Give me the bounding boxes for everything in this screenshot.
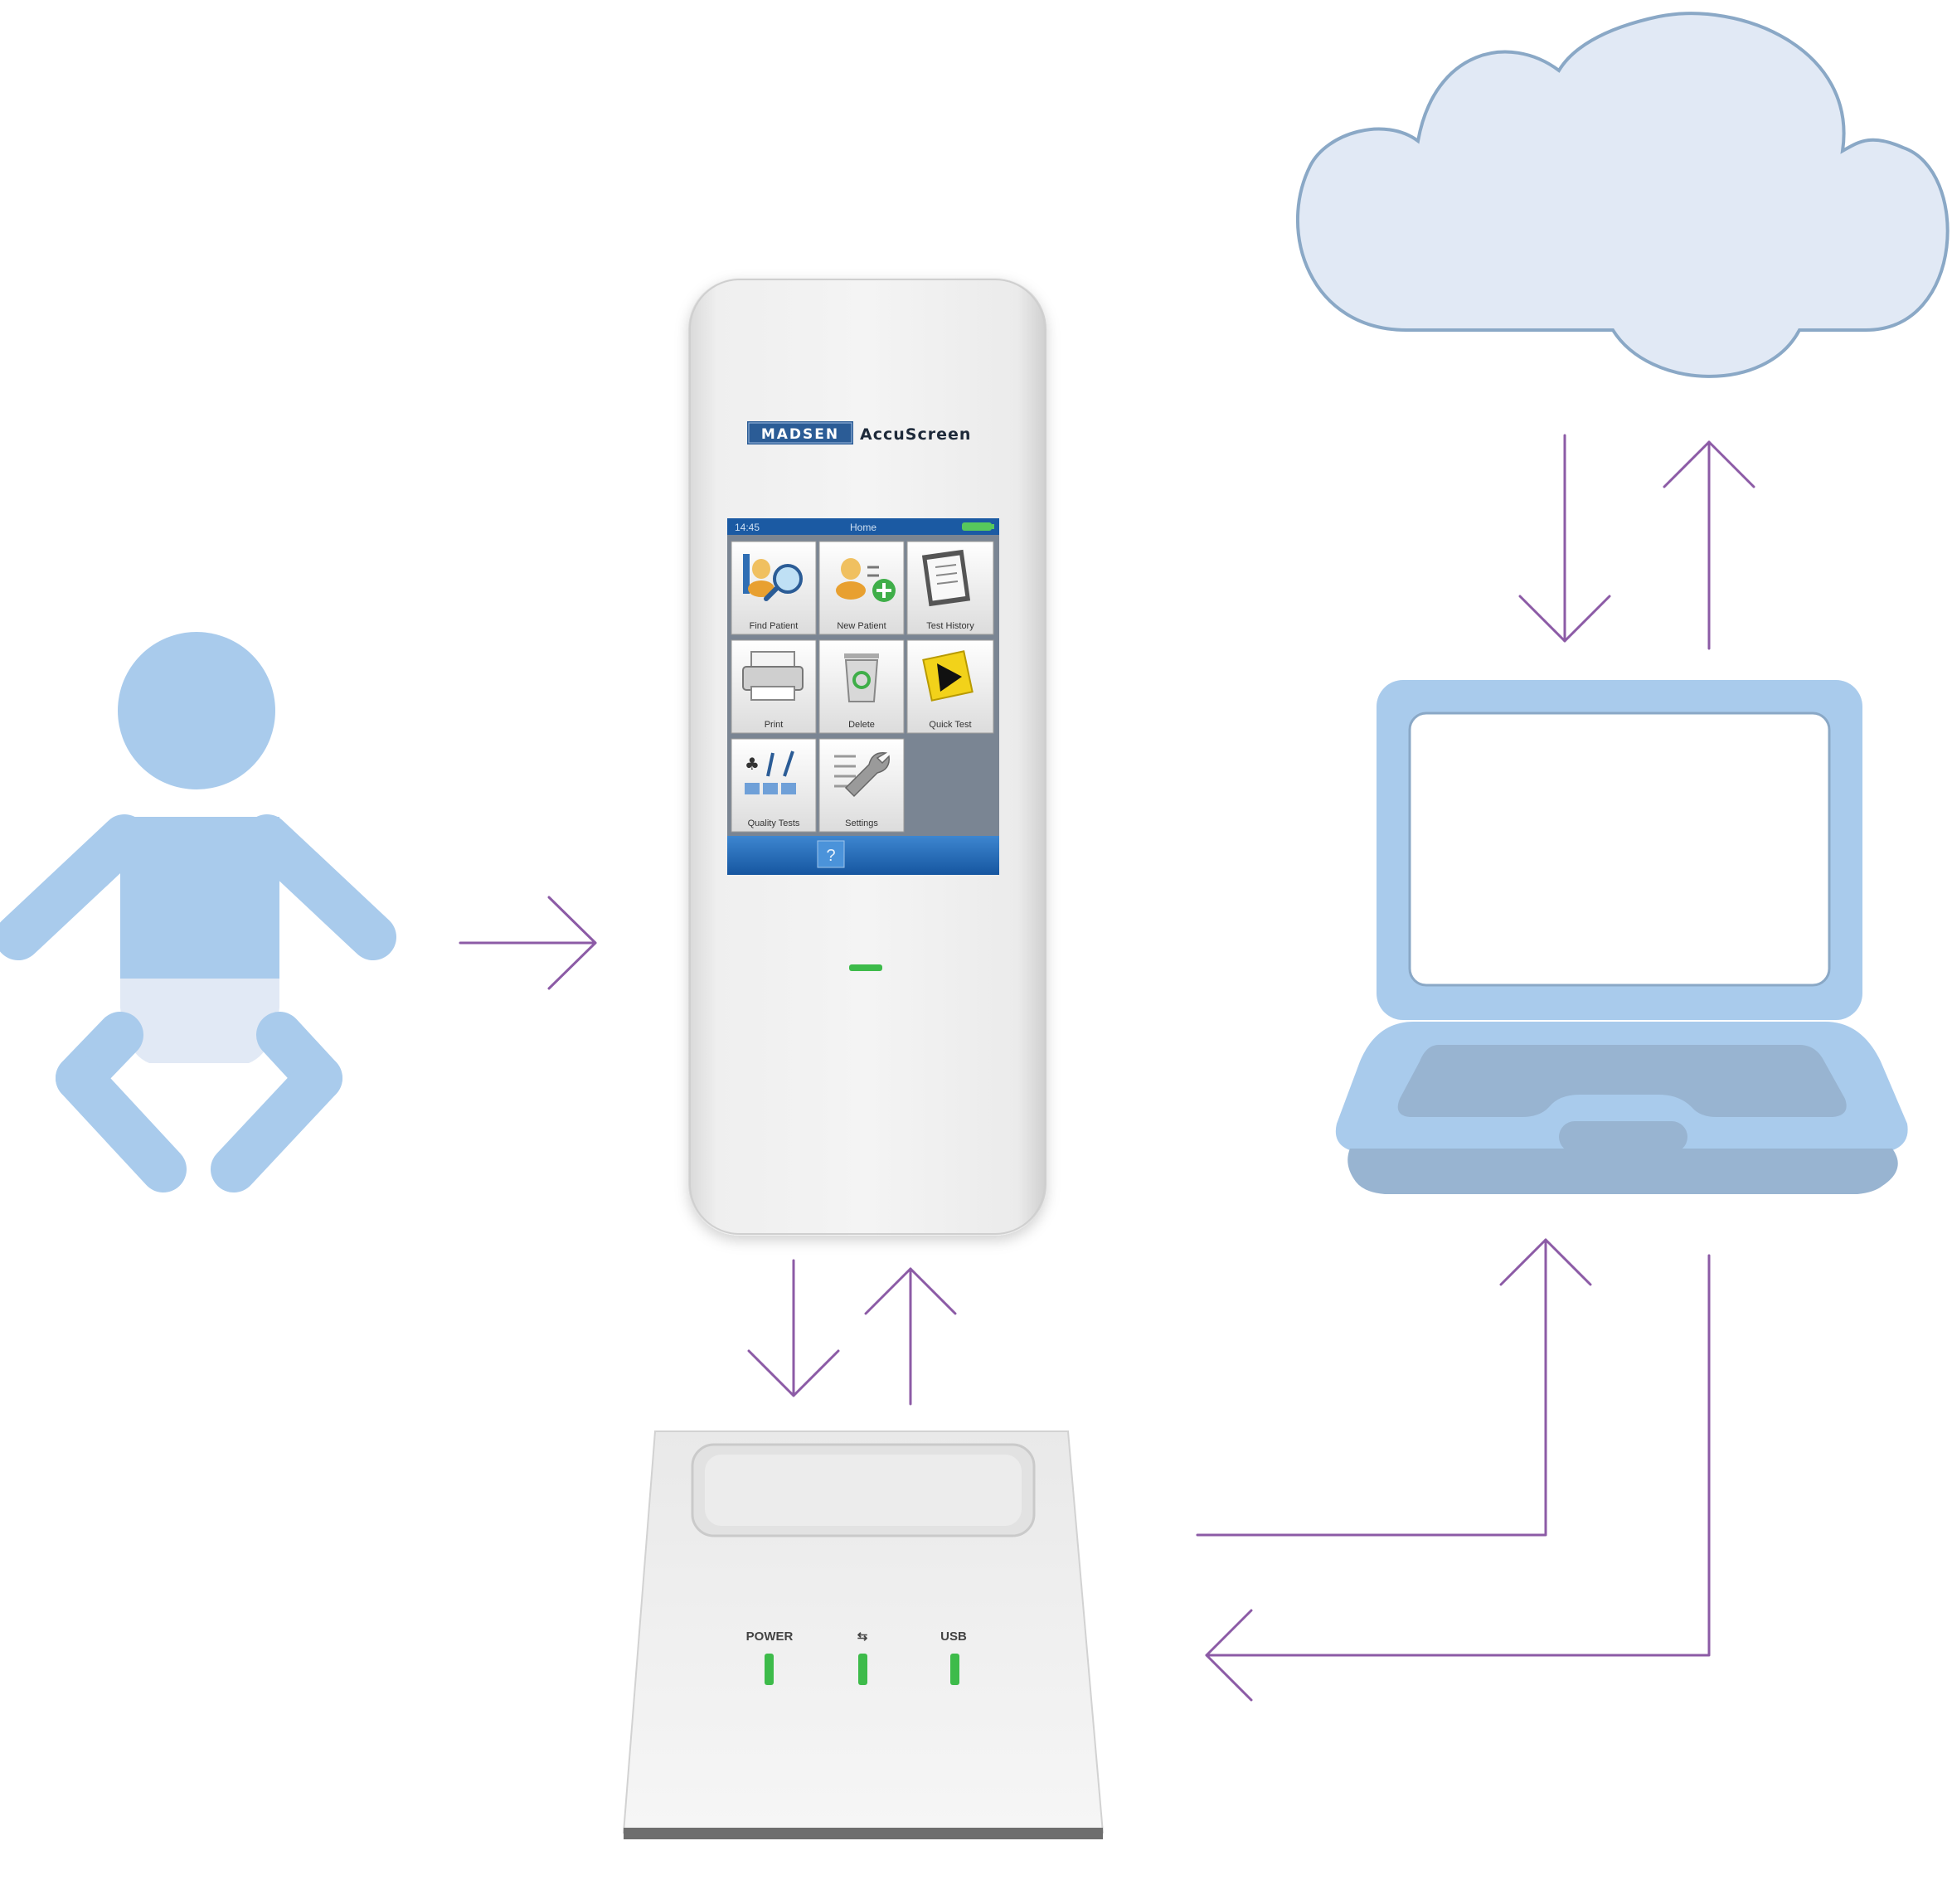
docking-station: POWER ⇆ USB xyxy=(622,1430,1105,1839)
laptop-icon xyxy=(1335,680,1908,1194)
device-brand-logo: MADSEN AccuScreen xyxy=(747,421,971,444)
cloud-icon xyxy=(1295,12,1950,378)
tile-label: Delete xyxy=(848,720,875,730)
test-history-icon xyxy=(921,549,971,607)
tile-quick-test[interactable]: Quick Test xyxy=(906,639,994,734)
arrow-laptop-to-cloud xyxy=(1663,440,1755,650)
tile-label: Quality Tests xyxy=(748,818,800,828)
quality-tests-icon: ♣ xyxy=(745,750,796,794)
arrow-dock-to-device xyxy=(864,1267,957,1406)
device-led xyxy=(849,964,882,971)
tile-delete[interactable]: Delete xyxy=(818,639,905,734)
arrow-cloud-to-laptop xyxy=(1518,434,1611,643)
help-label: ? xyxy=(826,847,835,865)
help-button[interactable]: ? xyxy=(817,840,845,868)
tile-new-patient[interactable]: New Patient xyxy=(818,541,905,635)
tile-label: New Patient xyxy=(837,621,886,631)
transfer-led xyxy=(858,1654,867,1685)
tile-label: Quick Test xyxy=(929,720,971,730)
new-patient-icon xyxy=(836,558,896,602)
power-led xyxy=(765,1654,774,1685)
arrow-dock-to-laptop xyxy=(1196,1238,1592,1537)
led-label-transfer: ⇆ xyxy=(857,1630,868,1644)
led-label-usb: USB xyxy=(940,1630,967,1644)
tile-print[interactable]: Print xyxy=(731,639,817,734)
tile-label: Print xyxy=(765,720,784,730)
accuscreen-device: MADSEN AccuScreen 14:45 Home xyxy=(688,278,1046,1236)
recycle-bin-icon xyxy=(844,653,879,702)
tile-label: Find Patient xyxy=(750,621,799,631)
brand-right-text: AccuScreen xyxy=(860,425,971,444)
arrow-baby-to-device xyxy=(459,896,597,990)
tile-find-patient[interactable]: Find Patient xyxy=(731,541,817,635)
tile-label: Test History xyxy=(926,621,974,631)
svg-text:♣: ♣ xyxy=(745,754,760,774)
tile-label: Settings xyxy=(845,818,878,828)
brand-left-text: MADSEN xyxy=(761,426,839,443)
led-label-power: POWER xyxy=(746,1630,794,1644)
baby-icon xyxy=(0,632,396,1192)
status-bar xyxy=(727,518,999,535)
quick-test-icon xyxy=(922,650,974,702)
settings-icon xyxy=(834,752,890,798)
find-patient-icon xyxy=(743,554,803,601)
battery-icon xyxy=(962,522,994,531)
tile-settings[interactable]: Settings xyxy=(818,738,905,833)
arrow-device-to-dock xyxy=(747,1259,840,1397)
status-title: Home xyxy=(850,522,876,533)
bottom-bar xyxy=(727,836,999,875)
tile-test-history[interactable]: Test History xyxy=(906,541,994,635)
usb-led xyxy=(950,1654,959,1685)
printer-icon xyxy=(742,651,804,701)
device-screen: 14:45 Home Find Patient xyxy=(727,518,999,875)
tile-quality-tests[interactable]: ♣ Quality Tests xyxy=(731,738,817,833)
status-time: 14:45 xyxy=(735,522,760,533)
arrow-laptop-to-dock xyxy=(1205,1254,1711,1702)
